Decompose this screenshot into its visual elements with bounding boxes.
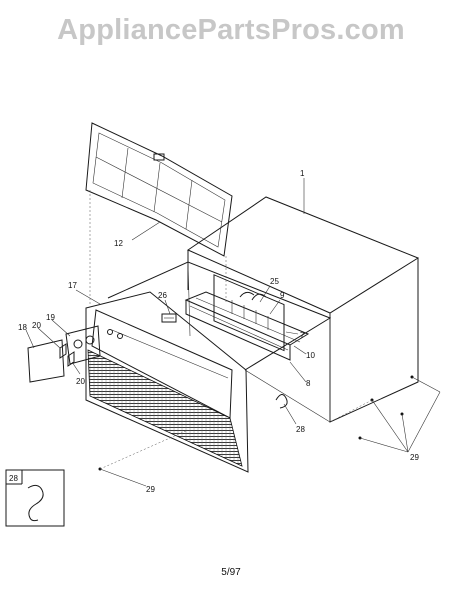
- callout-9: 9: [280, 291, 285, 300]
- leader-lines: [25, 178, 441, 487]
- part-clip: [161, 313, 177, 323]
- callout-20-lower: 20: [76, 377, 85, 386]
- callout-1: 1: [300, 169, 305, 178]
- callout-18: 18: [18, 323, 27, 332]
- inset-part-box: [5, 469, 65, 527]
- callout-19: 19: [46, 313, 55, 322]
- callout-29-right: 29: [410, 453, 419, 462]
- control-knobs: [27, 325, 101, 383]
- callout-20-upper: 20: [32, 321, 41, 330]
- callout-29-bottom: 29: [146, 485, 155, 494]
- watermark-logo: AppliancePartsPros.com: [57, 14, 405, 46]
- callout-25: 25: [270, 277, 279, 286]
- callout-10: 10: [306, 351, 315, 360]
- callout-28-side: 28: [296, 425, 305, 434]
- callout-8: 8: [306, 379, 311, 388]
- callout-labels: 1 12 25 9 17 26 7 10 8 19 20 18 20 28 29…: [9, 169, 419, 494]
- callout-17: 17: [68, 281, 77, 290]
- front-grille-panel: [85, 291, 249, 473]
- callout-12: 12: [114, 239, 123, 248]
- callout-26: 26: [158, 291, 167, 300]
- page-code: 5/97: [221, 567, 241, 578]
- screw-part-side: [275, 394, 288, 409]
- air-filter: [85, 122, 233, 257]
- callout-28-inset: 28: [9, 474, 18, 483]
- cabinet-housing: [186, 196, 420, 423]
- projection-lines: [89, 190, 373, 470]
- control-rail-assembly: [184, 274, 310, 361]
- callout-7: 7: [300, 331, 305, 340]
